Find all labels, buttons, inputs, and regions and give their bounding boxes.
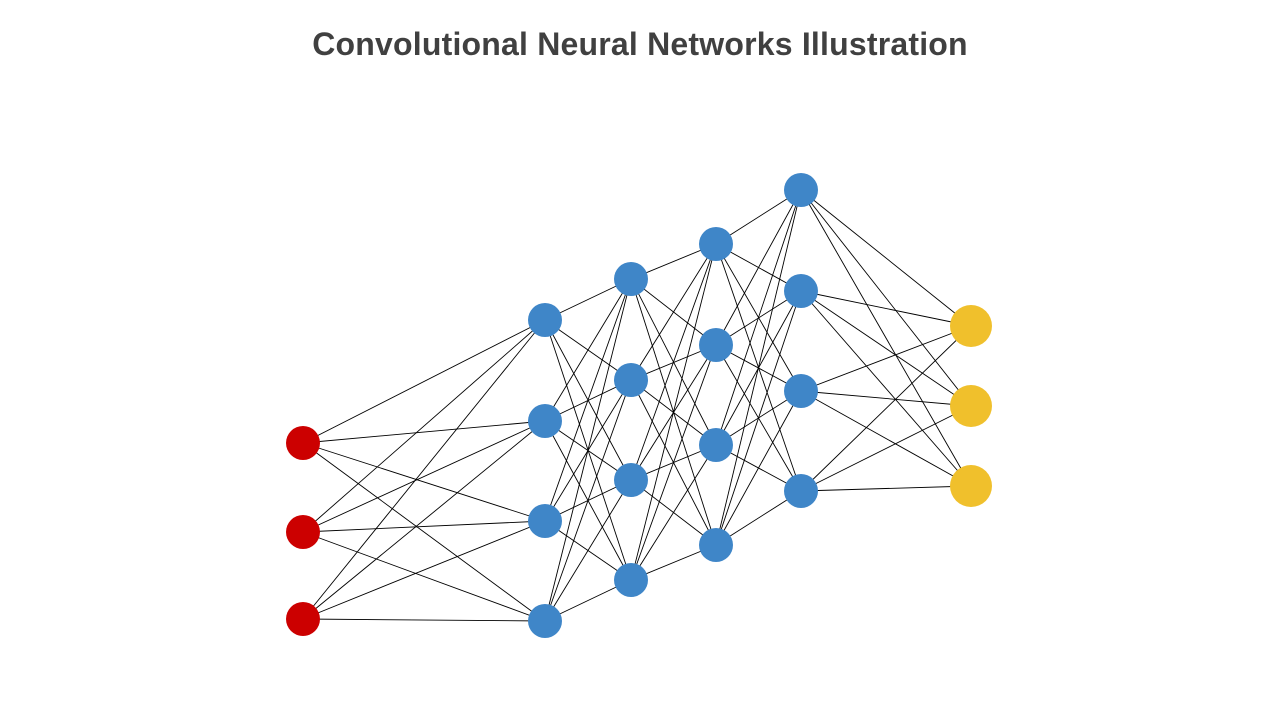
connection-5-2-to-6-2: [800, 290, 972, 407]
connection-4-4-to-5-3: [715, 390, 802, 546]
hidden-node-layer4-4: [699, 528, 733, 562]
connection-2-3-to-3-1: [544, 278, 632, 522]
connection-5-2-to-6-1: [800, 290, 972, 327]
input-node-layer1-3: [286, 602, 320, 636]
connection-1-1-to-2-3: [302, 442, 546, 522]
connection-1-3-to-2-1: [302, 319, 546, 620]
connection-1-2-to-2-1: [302, 319, 546, 533]
connection-2-4-to-3-3: [544, 479, 632, 622]
connection-1-1-to-2-1: [302, 319, 546, 444]
connection-3-4-to-4-1: [630, 243, 717, 581]
connection-2-4-to-3-2: [544, 379, 632, 622]
slide-title: Convolutional Neural Networks Illustrati…: [312, 26, 968, 62]
connection-3-4-to-4-3: [630, 444, 717, 581]
connection-5-2-to-6-3: [800, 290, 972, 487]
hidden-node-layer5-1: [784, 173, 818, 207]
connection-2-2-to-3-1: [544, 278, 632, 422]
hidden-node-layer2-4: [528, 604, 562, 638]
connection-5-4-to-6-2: [800, 405, 972, 492]
connection-5-4-to-6-3: [800, 485, 972, 492]
connection-5-1-to-6-3: [800, 189, 972, 487]
connection-1-3-to-2-4: [302, 618, 546, 622]
connection-5-3-to-6-2: [800, 390, 972, 407]
connection-3-3-to-4-1: [630, 243, 717, 481]
connection-1-2-to-2-3: [302, 520, 546, 533]
input-node-layer1-2: [286, 515, 320, 549]
hidden-node-layer3-2: [614, 363, 648, 397]
connection-1-3-to-2-3: [302, 520, 546, 620]
connection-2-4-to-3-1: [544, 278, 632, 622]
connection-4-3-to-5-1: [715, 189, 802, 446]
connection-4-4-to-5-1: [715, 189, 802, 546]
hidden-node-layer5-2: [784, 274, 818, 308]
connections: [302, 189, 972, 622]
connection-1-2-to-2-2: [302, 420, 546, 533]
hidden-node-layer4-2: [699, 328, 733, 362]
output-node-layer6-1: [950, 305, 992, 347]
hidden-node-layer2-2: [528, 404, 562, 438]
hidden-node-layer5-3: [784, 374, 818, 408]
hidden-node-layer2-1: [528, 303, 562, 337]
connection-5-1-to-6-1: [800, 189, 972, 327]
hidden-node-layer3-1: [614, 262, 648, 296]
hidden-node-layer4-3: [699, 428, 733, 462]
connection-4-2-to-5-1: [715, 189, 802, 346]
connection-5-3-to-6-1: [800, 325, 972, 392]
output-node-layer6-3: [950, 465, 992, 507]
hidden-node-layer3-4: [614, 563, 648, 597]
neurons: [286, 173, 992, 638]
connection-5-3-to-6-3: [800, 390, 972, 487]
connection-3-2-to-4-1: [630, 243, 717, 381]
hidden-node-layer2-3: [528, 504, 562, 538]
output-node-layer6-2: [950, 385, 992, 427]
input-node-layer1-1: [286, 426, 320, 460]
connection-5-1-to-6-2: [800, 189, 972, 407]
connection-1-3-to-2-2: [302, 420, 546, 620]
hidden-node-layer5-4: [784, 474, 818, 508]
hidden-node-layer4-1: [699, 227, 733, 261]
connection-1-1-to-2-4: [302, 442, 546, 622]
connection-4-4-to-5-2: [715, 290, 802, 546]
hidden-node-layer3-3: [614, 463, 648, 497]
connection-1-1-to-2-2: [302, 420, 546, 444]
connection-3-4-to-4-2: [630, 344, 717, 581]
connection-5-4-to-6-1: [800, 325, 972, 492]
connection-1-2-to-2-4: [302, 531, 546, 622]
